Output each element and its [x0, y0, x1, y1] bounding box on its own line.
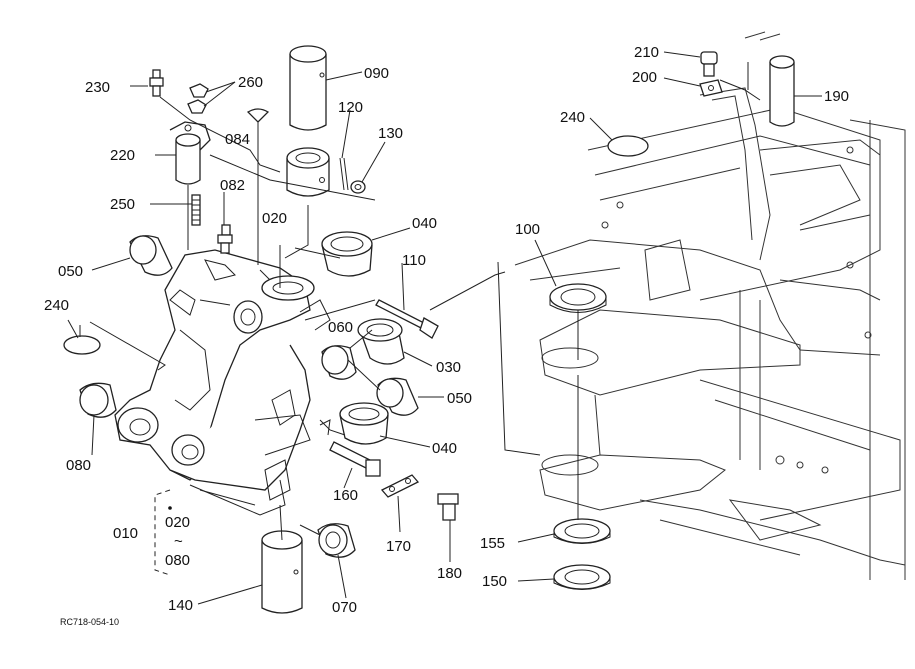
- part-060-bushing: [321, 345, 357, 380]
- leader-lines: [67, 51, 822, 605]
- callout-130: 130: [378, 125, 403, 142]
- part-082-grease-nipple: [217, 224, 233, 254]
- callout-200: 200: [632, 69, 657, 86]
- callout-010-range-bracket: [154, 489, 172, 576]
- callout-155: 155: [480, 535, 505, 552]
- callout-240-right: 240: [560, 109, 585, 126]
- part-240-washer-right: [607, 135, 649, 157]
- callout-010: 010: [113, 525, 138, 542]
- part-230-grease-nipple: [149, 69, 164, 97]
- callout-100: 100: [515, 221, 540, 238]
- part-090-pin: [289, 45, 327, 131]
- callout-240-left: 240: [44, 297, 69, 314]
- callout-040-lower: 040: [432, 440, 457, 457]
- callout-082: 082: [220, 177, 245, 194]
- callout-230: 230: [85, 79, 110, 96]
- callout-090: 090: [364, 65, 389, 82]
- callout-010-range-start: 020: [165, 514, 190, 531]
- part-160-pin: [329, 441, 381, 477]
- part-130-washer: [350, 180, 366, 194]
- part-240-washer-left: [63, 335, 101, 355]
- callout-020: 020: [262, 210, 287, 227]
- callout-060: 060: [328, 319, 353, 336]
- part-260-nuts: [187, 83, 209, 114]
- part-220-pivot-bracket: [169, 121, 211, 185]
- part-190-pin: [769, 55, 795, 127]
- part-070-bushing: [317, 523, 356, 558]
- part-110-bolt: [375, 299, 439, 339]
- callout-140: 140: [168, 597, 193, 614]
- part-140-pin: [261, 530, 303, 614]
- part-150-shim: [553, 564, 611, 590]
- part-100-thrust-washer: [549, 283, 607, 313]
- callout-180: 180: [437, 565, 462, 582]
- callout-labels: 230 260 090 120 130 084 220 082 250 020 …: [44, 44, 849, 627]
- callout-170: 170: [386, 538, 411, 555]
- part-040-seal-lower: [339, 402, 389, 445]
- machine-frame: [514, 31, 906, 580]
- callout-110: 110: [402, 252, 426, 269]
- callout-080: 080: [66, 457, 91, 474]
- callout-040-upper: 040: [412, 215, 437, 232]
- callout-150: 150: [482, 573, 507, 590]
- part-020-bushing: [286, 147, 330, 197]
- callout-260: 260: [238, 74, 263, 91]
- part-040-seal-upper: [321, 231, 373, 277]
- part-120-cotter-pin: [339, 157, 349, 191]
- front-axle-bracket: [114, 249, 331, 516]
- callout-210: 210: [634, 44, 659, 61]
- part-210-bolt: [700, 51, 718, 77]
- callout-220: 220: [110, 147, 135, 164]
- part-080-bushing: [79, 382, 117, 418]
- callout-070: 070: [332, 599, 357, 616]
- callout-190: 190: [824, 88, 849, 105]
- callout-010-range-tilde: ~: [174, 533, 183, 550]
- callout-030: 030: [436, 359, 461, 376]
- part-084-cap: [246, 108, 270, 123]
- callout-084: 084: [225, 131, 250, 148]
- callout-010-range-end: 080: [165, 552, 190, 569]
- part-250-stud-bolt: [191, 194, 201, 226]
- callout-250: 250: [110, 196, 135, 213]
- part-180-bolt: [437, 493, 459, 521]
- callout-160: 160: [333, 487, 358, 504]
- part-050-bushing-lower: [376, 377, 419, 416]
- drawing-code: RC718-054-10: [60, 617, 119, 627]
- callout-050-lower: 050: [447, 390, 472, 407]
- part-200-plate: [699, 79, 723, 97]
- part-050-bushing-upper: [129, 235, 173, 276]
- callout-050-upper: 050: [58, 263, 83, 280]
- part-170-plate: [380, 474, 420, 498]
- part-030-bushing: [357, 318, 405, 365]
- part-155-shim: [553, 518, 611, 544]
- callout-120: 120: [338, 99, 363, 116]
